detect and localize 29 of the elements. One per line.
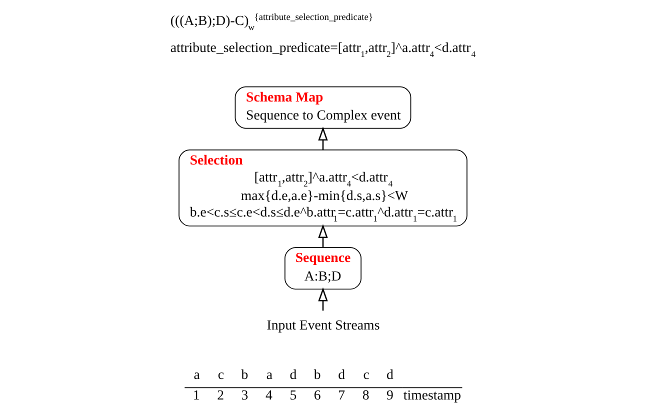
label: 4	[264, 388, 272, 403]
label: 7	[338, 388, 345, 403]
node-box: Sequence A:B;D	[284, 247, 361, 290]
label: 5	[289, 388, 296, 403]
node-box: Selection [attr$_{1}$,attr$_{2}$]^a.attr$_{4}$<d.attr$_{4}$ max{d.e,a.e}-min{d.s,a.s}<W b.e<c.s≤c.e<d.s≤d.e^b.attr$_{1}$=c.attr$_{1}$^d.attr$_{1}$=c.attr$_{1}$	[178, 149, 467, 226]
label: {attribute_selection_predicate}	[254, 13, 373, 24]
label: 9	[386, 388, 393, 403]
label: c	[362, 366, 369, 382]
label: d	[386, 366, 393, 382]
arrow	[318, 126, 328, 150]
label: 1	[192, 388, 200, 403]
label: a	[193, 366, 200, 382]
label: 8	[362, 388, 369, 403]
label: d	[338, 366, 345, 382]
label: b	[313, 366, 320, 382]
label: timestamp	[402, 388, 461, 403]
label: c	[217, 366, 224, 382]
label: d	[289, 366, 296, 382]
label: attribute_selection_predicate=[attr$_{1}$,attr$_{2}$]^a.attr$_{4}$<d.attr$_{4}$	[170, 40, 476, 60]
label: b	[240, 366, 248, 382]
label: a	[266, 366, 272, 382]
label: 3	[240, 388, 248, 403]
label: 2	[216, 388, 224, 403]
diagram-title: (((A;B);D)-C)$_{w}$	[170, 13, 254, 32]
label: 6	[313, 388, 320, 403]
node-text: Input Event Streams	[266, 318, 380, 333]
arrow	[318, 224, 328, 248]
node-box: Schema Map Sequence to Complex event	[234, 86, 411, 129]
arrow	[318, 287, 328, 311]
